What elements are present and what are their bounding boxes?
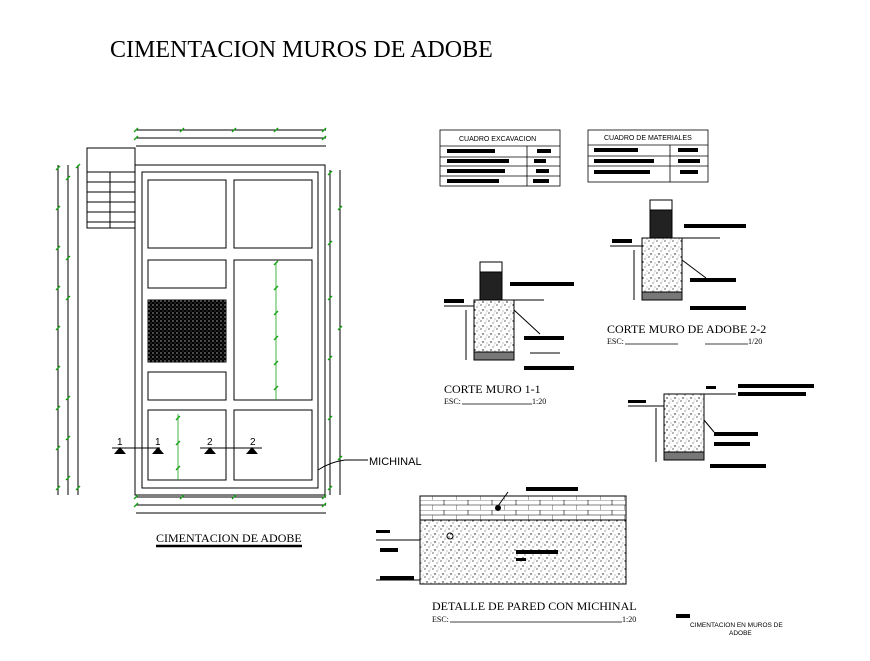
michinal-leader <box>317 459 368 471</box>
section-1-1-notes <box>444 282 574 370</box>
michinal-detail-scale-value: 1:20 <box>622 615 636 624</box>
section-2-2-title: CORTE MURO DE ADOBE 2-2 <box>607 322 766 336</box>
section-marker-2b <box>246 447 258 454</box>
materials-table <box>587 129 709 183</box>
foundation-plan <box>57 129 341 514</box>
section-marker-1a <box>114 447 126 454</box>
section-marker-label: 2 <box>250 437 256 448</box>
michinal-wall-detail <box>376 491 627 585</box>
section-2-2-notes <box>612 224 746 310</box>
excavation-table <box>439 129 561 187</box>
section-2-2-drawing <box>610 199 720 301</box>
michinal-detail-title: DETALLE DE PARED CON MICHINAL <box>432 599 637 613</box>
michinal-detail-scale-label: ESC: <box>432 615 449 624</box>
section-2-2-scale-value: 1/20 <box>748 337 762 346</box>
footer-line-1: CIMENTACION EN MUROS DE <box>690 622 783 629</box>
footer-mark <box>676 614 690 618</box>
section-1-1-scale-value: 1:20 <box>532 397 546 406</box>
section-marker-2a <box>204 447 216 454</box>
section-marker-label: 1 <box>155 437 161 448</box>
section-detail-3-notes <box>628 384 814 468</box>
section-1-1-scale-label: ESC: <box>444 397 461 406</box>
dimension-marks <box>55 127 343 508</box>
plan-caption: CIMENTACION DE ADOBE <box>156 531 302 545</box>
materials-table-rows <box>594 148 700 174</box>
michinal-detail-notes <box>376 487 578 580</box>
michinal-label: MICHINAL <box>369 456 422 468</box>
page-title: CIMENTACION MUROS DE ADOBE <box>110 37 493 63</box>
section-1-1-title: CORTE MURO 1-1 <box>444 382 541 396</box>
excavation-table-header: CUADRO EXCAVACION <box>459 136 536 143</box>
footer-line-2: ADOBE <box>729 630 752 637</box>
section-detail-3-drawing <box>628 393 736 462</box>
section-1-1-drawing <box>444 261 560 361</box>
section-marker-1b <box>152 447 164 454</box>
excavation-table-rows <box>447 149 551 183</box>
materials-table-header: CUADRO DE MATERIALES <box>604 135 692 142</box>
section-2-2-scale-label: ESC: <box>607 337 624 346</box>
section-marker-label: 1 <box>117 437 123 448</box>
section-marker-label: 2 <box>207 437 213 448</box>
